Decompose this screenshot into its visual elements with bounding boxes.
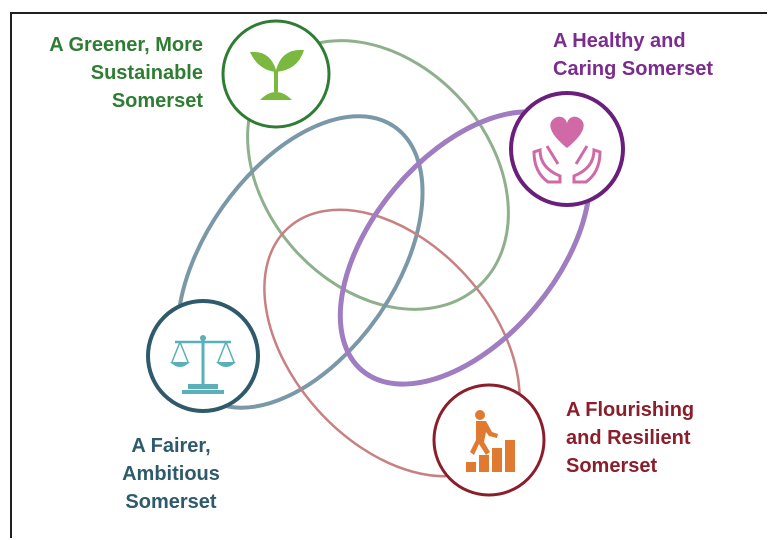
image-frame xyxy=(10,12,767,538)
heart-in-hands-icon xyxy=(532,116,602,184)
fairer-label: A Fairer, Ambitious Somerset xyxy=(96,432,246,516)
healthy-label-line2: Caring Somerset xyxy=(553,58,714,80)
greener-label-line3: Somerset xyxy=(111,90,203,112)
person-climbing-steps-icon xyxy=(466,410,515,472)
healthy-badge xyxy=(509,91,625,207)
scales-of-justice-icon xyxy=(170,335,236,394)
flourishing-label-line3: Somerset xyxy=(566,455,658,477)
healthy-label: A Healthy and Caring Somerset xyxy=(553,27,713,83)
fairer-label-line1: A Fairer, xyxy=(131,435,211,457)
fairer-label-line3: Somerset xyxy=(125,491,217,513)
flourishing-badge xyxy=(432,383,546,497)
flourishing-label-line2: and Resilient xyxy=(566,427,691,449)
greener-label-line1: A Greener, More xyxy=(49,34,203,56)
plant-sprout-icon xyxy=(250,49,304,100)
greener-label-line2: Sustainable xyxy=(90,62,203,84)
greener-label: A Greener, More Sustainable Somerset xyxy=(49,31,203,115)
flourishing-label: A Flourishing and Resilient Somerset xyxy=(566,396,694,480)
greener-badge xyxy=(221,19,331,129)
flourishing-label-line1: A Flourishing xyxy=(566,399,695,421)
fairer-badge xyxy=(146,299,260,413)
fairer-label-line2: Ambitious xyxy=(122,463,220,485)
healthy-label-line1: A Healthy and xyxy=(553,30,686,52)
